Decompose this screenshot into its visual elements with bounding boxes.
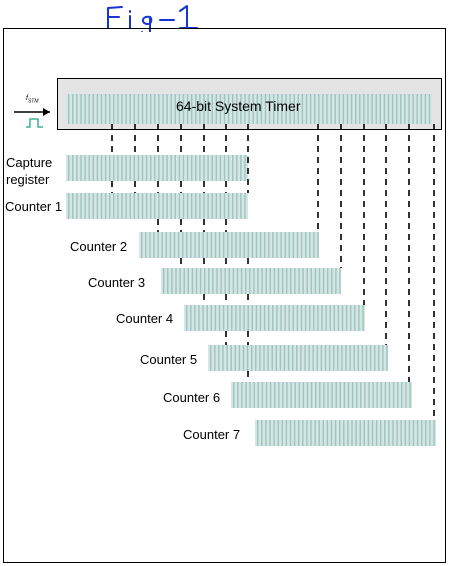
clock-pulse-icon — [26, 118, 43, 128]
counter-2-bar — [139, 232, 319, 258]
capture-register-bar — [66, 155, 248, 181]
counter-1-bar — [66, 193, 248, 219]
clock-input-symbol — [14, 108, 50, 128]
capture-label-line1: Capture — [6, 155, 53, 170]
counter-6-label: Counter 6 — [163, 390, 221, 405]
counter-2-label: Counter 2 — [70, 239, 128, 254]
capture-register-label: Capture register — [6, 154, 52, 188]
counter-4-bar — [184, 305, 365, 331]
counter-5-label: Counter 5 — [140, 352, 198, 367]
system-timer-register — [66, 94, 432, 124]
counter-6-bar — [231, 382, 412, 408]
system-timer-label: 64-bit System Timer — [176, 98, 301, 114]
counter-4-label: Counter 4 — [116, 311, 174, 326]
counter-5-bar — [208, 345, 388, 371]
counter-7-bar — [255, 420, 436, 446]
clock-frequency-label: fSTM — [26, 95, 39, 104]
counter-3-label: Counter 3 — [88, 275, 146, 290]
counter-3-bar — [161, 268, 341, 294]
clock-label-sub: STM — [27, 98, 39, 105]
counter-7-label: Counter 7 — [183, 427, 241, 442]
counter-1-label: Counter 1 — [5, 199, 63, 214]
diagram-frame — [3, 28, 446, 563]
clock-label-f: f — [26, 95, 28, 102]
capture-label-line2: register — [6, 172, 50, 187]
